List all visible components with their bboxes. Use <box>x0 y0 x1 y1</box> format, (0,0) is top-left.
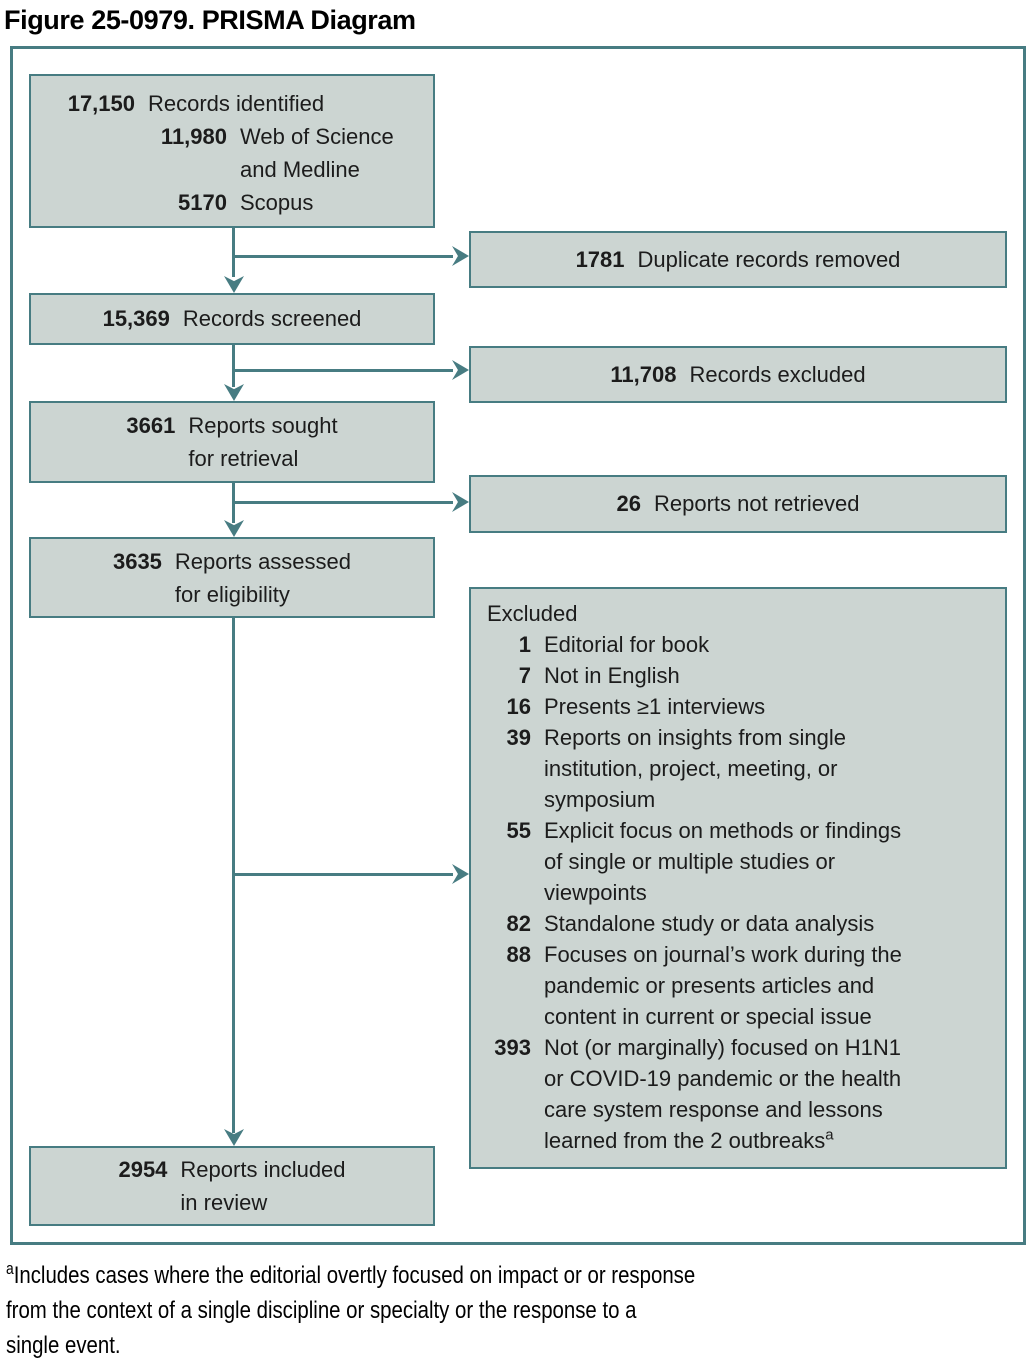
footnote: aIncludes cases where the editorial over… <box>6 1258 1026 1363</box>
screened-count: 15,369 <box>102 306 170 331</box>
scopus-row: 5170 Scopus <box>45 186 425 219</box>
connector-screened-to-sought <box>232 345 235 387</box>
screened-label: Records screened <box>182 306 362 331</box>
sought-label: Reports sought for retrieval <box>188 413 338 471</box>
excluded-item-label: Not (or marginally) focused on H1N1 or C… <box>544 1035 902 1153</box>
excluded-item-count: 7 <box>518 663 531 688</box>
included-count: 2954 <box>118 1157 168 1182</box>
box-duplicates-removed: 1781 Duplicate records removed <box>469 231 1007 288</box>
included-label: Reports included in review <box>180 1157 346 1215</box>
excluded-item-label: Editorial for book <box>544 632 710 657</box>
excluded-item: 16 Presents ≥1 interviews <box>487 691 995 722</box>
arrowhead-right-icon <box>452 360 469 380</box>
box-reports-sought: 3661 Reports sought for retrieval <box>29 401 435 483</box>
scopus-label: Scopus <box>240 190 314 215</box>
figure-title: Figure 25-0979. PRISMA Diagram <box>4 5 416 35</box>
excluded-item-label: Presents ≥1 interviews <box>544 694 766 719</box>
box-excluded-reasons: Excluded 1 Editorial for book 7 Not in E… <box>469 587 1007 1169</box>
assessed-count: 3635 <box>112 548 162 574</box>
excluded-item-label: Standalone study or data analysis <box>544 911 875 936</box>
excluded-item-count: 39 <box>506 725 531 750</box>
footnote-text: Includes cases where the editorial overt… <box>6 1262 696 1359</box>
excluded-item-count: 55 <box>506 818 531 843</box>
excluded-item: 393 Not (or marginally) focused on H1N1 … <box>487 1032 995 1156</box>
excluded-item: 1 Editorial for book <box>487 629 995 660</box>
excluded-item: 7 Not in English <box>487 660 995 691</box>
excluded-item: 82 Standalone study or data analysis <box>487 908 995 939</box>
duplicates-label: Duplicate records removed <box>637 246 901 272</box>
excluded-item-count: 88 <box>506 942 531 967</box>
arrowhead-down-icon <box>224 276 244 293</box>
box-records-excluded: 11,708 Records excluded <box>469 346 1007 403</box>
arrowhead-right-icon <box>452 246 469 266</box>
not-retrieved-label: Reports not retrieved <box>654 491 860 516</box>
records-identified-row: 17,150 Records identified <box>45 87 425 120</box>
box-reports-included: 2954 Reports included in review <box>29 1146 435 1226</box>
arrowhead-right-icon <box>452 864 469 884</box>
excluded-item: 39 Reports on insights from single insti… <box>487 722 995 815</box>
connector-to-not-retrieved <box>232 501 453 504</box>
excluded-item: 55 Explicit focus on methods or findings… <box>487 815 995 908</box>
not-retrieved-count: 26 <box>616 491 642 516</box>
excluded-item-count: 1 <box>518 632 531 657</box>
excluded-item: 88 Focuses on journal’s work during the … <box>487 939 995 1032</box>
connector-to-excluded-reasons <box>232 873 453 876</box>
assessed-label: Reports assessed for eligibility <box>174 548 352 607</box>
box-not-retrieved: 26 Reports not retrieved <box>469 475 1007 533</box>
records-identified-label: Records identified <box>148 91 325 116</box>
arrowhead-right-icon <box>452 492 469 512</box>
excluded-item-count: 82 <box>506 911 531 936</box>
excluded-item-label: Reports on insights from single institut… <box>544 725 847 812</box>
web-of-science-label: Web of Science and Medline <box>240 124 394 182</box>
footnote-marker: a <box>6 1260 14 1278</box>
excluded-item-count: 393 <box>494 1035 531 1060</box>
duplicates-count: 1781 <box>575 246 625 272</box>
box-records-identified: 17,150 Records identified 11,980 Web of … <box>29 74 435 228</box>
records-excluded-count: 11,708 <box>610 361 677 387</box>
excluded-item-count: 16 <box>506 694 531 719</box>
connector-to-duplicates <box>232 255 453 258</box>
box-records-screened: 15,369 Records screened <box>29 293 435 345</box>
excluded-item-label: Focuses on journal’s work during the pan… <box>544 942 902 1029</box>
connector-identified-to-screened <box>232 228 235 277</box>
records-excluded-label: Records excluded <box>689 361 866 387</box>
excluded-item-label: Explicit focus on methods or findings of… <box>544 818 902 905</box>
excluded-header: Excluded <box>487 601 578 626</box>
web-of-science-row: 11,980 Web of Science and Medline <box>45 120 425 186</box>
connector-to-records-excluded <box>232 369 453 372</box>
web-of-science-count: 11,980 <box>160 124 227 149</box>
box-reports-assessed: 3635 Reports assessed for eligibility <box>29 537 435 618</box>
excluded-item-label: Not in English <box>544 663 680 688</box>
footnote-ref-marker: a <box>825 1126 834 1144</box>
records-identified-count: 17,150 <box>67 91 135 116</box>
diagram-frame: 17,150 Records identified 11,980 Web of … <box>10 46 1026 1245</box>
scopus-count: 5170 <box>178 190 227 215</box>
sought-count: 3661 <box>126 413 176 438</box>
